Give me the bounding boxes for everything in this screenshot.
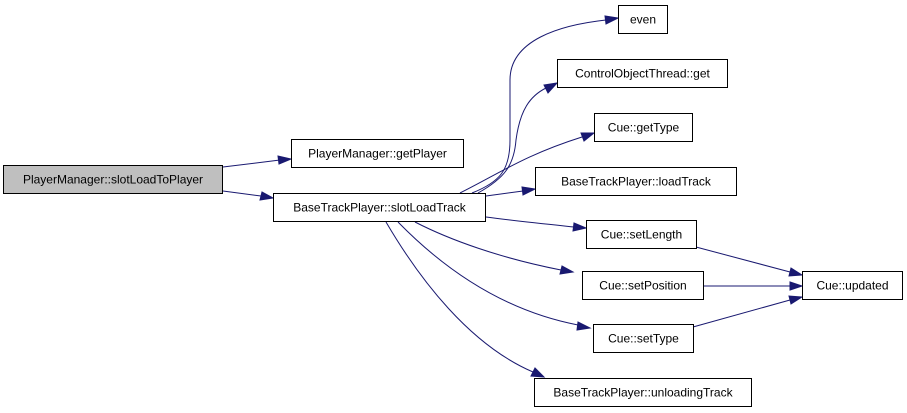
- node-cue-set-position[interactable]: Cue::setPosition: [582, 271, 704, 300]
- edge-slotloadtrack-cuesettype: [397, 221, 579, 326]
- node-label: Cue::getType: [608, 121, 680, 135]
- node-label: BaseTrackPlayer::unloadingTrack: [553, 386, 733, 400]
- edge-arrow: [572, 222, 588, 232]
- node-label: BaseTrackPlayer::slotLoadTrack: [293, 201, 467, 215]
- edge-arrow: [259, 191, 275, 201]
- node-label: ControlObjectThread::get: [575, 67, 710, 81]
- node-load-track[interactable]: BaseTrackPlayer::loadTrack: [535, 167, 737, 196]
- edge-cuesetlength-updated: [695, 246, 791, 273]
- node-label: Cue::updated: [816, 279, 888, 293]
- edge-arrow: [788, 267, 804, 277]
- node-control-object-thread-get[interactable]: ControlObjectThread::get: [557, 59, 728, 88]
- edge-slotloadtrack-cuegettype: [459, 136, 583, 194]
- node-slot-load-track[interactable]: BaseTrackPlayer::slotLoadTrack: [273, 193, 486, 222]
- edge-slotloadtrack-unloadingtrack: [385, 221, 534, 373]
- edge-slotloadtrack-cuesetlength: [485, 216, 575, 228]
- edge-slotloadtrack-loadtrack: [485, 190, 524, 197]
- node-label: Cue::setLength: [601, 228, 682, 242]
- edge-slotloadtrack-controlobjectthread: [477, 87, 547, 194]
- edge-slotloadtrack-even: [471, 19, 607, 194]
- node-label: PlayerManager::getPlayer: [308, 147, 447, 161]
- edge-arrow: [788, 295, 804, 305]
- node-get-player[interactable]: PlayerManager::getPlayer: [291, 139, 464, 168]
- edge-arrow: [580, 132, 596, 142]
- edge-cuesettype-updated: [692, 299, 791, 328]
- edge-slotloadtoplayer-getplayer: [222, 159, 281, 168]
- node-label: even: [630, 13, 656, 27]
- node-cue-set-length[interactable]: Cue::setLength: [586, 220, 697, 249]
- edges: [222, 15, 804, 378]
- edge-slotloadtoplayer-slotloadtrack: [222, 190, 262, 197]
- node-cue-get-type[interactable]: Cue::getType: [594, 113, 693, 142]
- edge-slotloadtrack-cuesetposition: [414, 221, 562, 271]
- node-even[interactable]: even: [618, 5, 668, 34]
- edge-arrow: [543, 82, 559, 94]
- edge-arrow: [277, 155, 293, 165]
- node-label: PlayerManager::slotLoadToPlayer: [23, 173, 203, 187]
- edge-arrow: [789, 281, 804, 291]
- node-cue-updated[interactable]: Cue::updated: [802, 271, 903, 300]
- node-cue-set-type[interactable]: Cue::setType: [593, 324, 694, 353]
- edge-arrow: [521, 186, 537, 196]
- edge-arrow: [559, 265, 575, 275]
- node-label: BaseTrackPlayer::loadTrack: [561, 175, 712, 189]
- node-unloading-track[interactable]: BaseTrackPlayer::unloadingTrack: [534, 378, 752, 407]
- node-label: Cue::setType: [608, 332, 679, 346]
- edge-arrow: [530, 367, 546, 378]
- node-slot-load-to-player[interactable]: PlayerManager::slotLoadToPlayer: [3, 165, 223, 194]
- edge-arrow: [604, 15, 620, 25]
- node-label: Cue::setPosition: [599, 279, 686, 293]
- edge-arrow: [576, 321, 592, 331]
